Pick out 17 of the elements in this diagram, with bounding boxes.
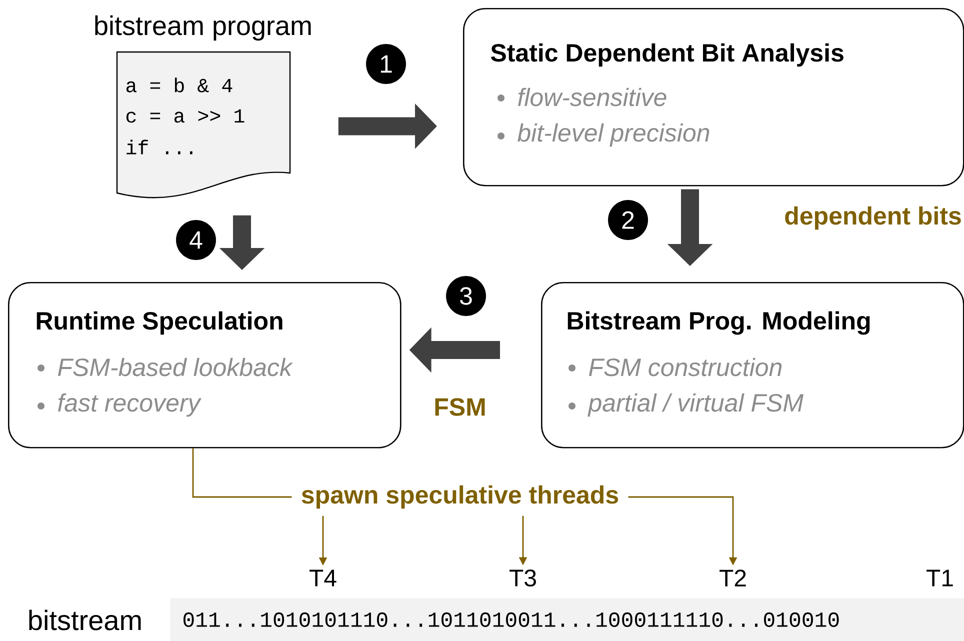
thread-label: T4 xyxy=(310,570,336,586)
step-badge: 3 xyxy=(446,276,486,316)
thread-label: T2 xyxy=(720,570,746,586)
stream-label: bitstream xyxy=(29,610,141,630)
thread-label: T3 xyxy=(510,570,536,586)
annotation-label: dependent bits xyxy=(785,206,961,230)
document-heading: bitstream program xyxy=(95,15,311,41)
step-badge: 2 xyxy=(608,200,648,240)
step-badge: 4 xyxy=(176,220,216,260)
process-box: Bitstream Prog. Modeling FSM construction partial / virtual FSM xyxy=(541,282,964,448)
bitstream-strip: 011...1010101110...1011010011...1000111110...010010 xyxy=(170,598,964,641)
annotation-label: spawn speculative threads xyxy=(302,485,618,509)
step-badge: 1 xyxy=(366,44,406,84)
annotation-label: FSM xyxy=(435,398,485,416)
process-box: Runtime Speculation FSM-based lookback fast recovery xyxy=(8,282,402,448)
process-box: Static Dependent Bit Analysis flow-sensitive bit-level precision xyxy=(463,8,964,186)
connector-line xyxy=(192,448,292,498)
